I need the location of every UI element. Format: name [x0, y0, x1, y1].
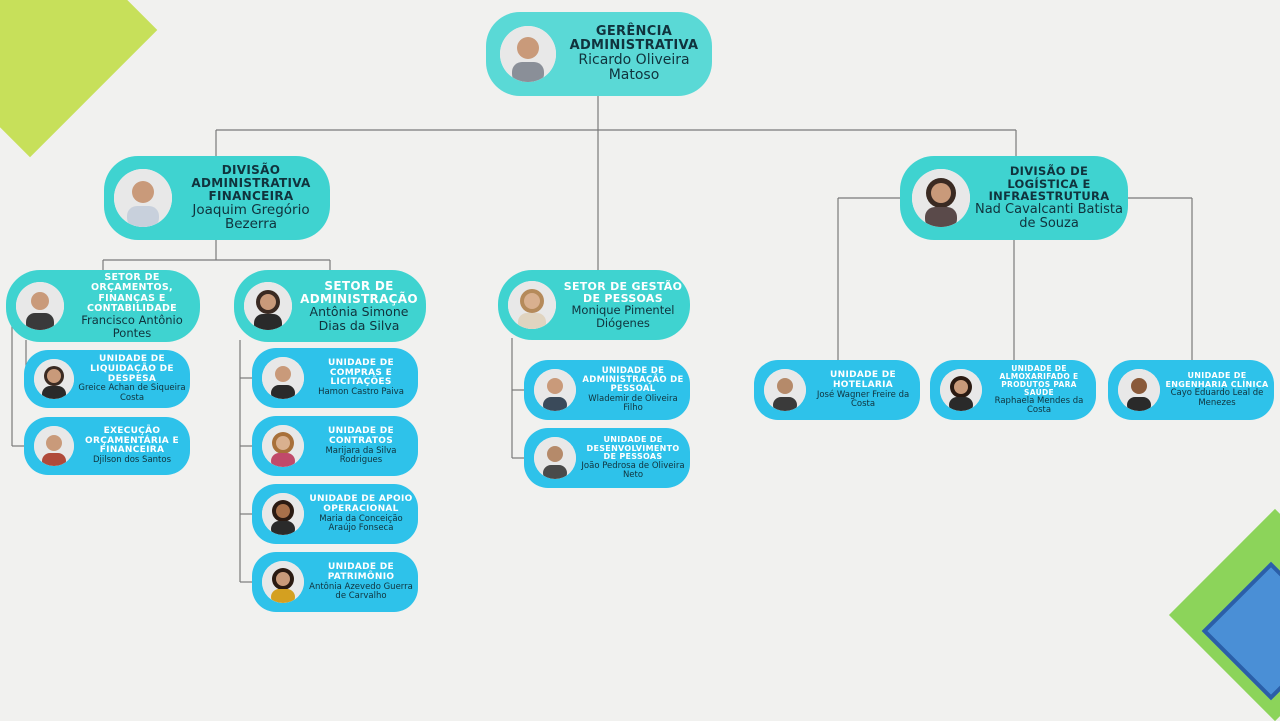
person-photo-icon: [534, 369, 576, 411]
person-photo-icon: [114, 169, 172, 227]
node-name: Maria da Conceição Araújo Fonseca: [319, 513, 403, 533]
node-title: SETOR DE GESTÃO DE PESSOAS: [563, 279, 683, 305]
node-name: Wlademir de Oliveira Filho: [588, 393, 678, 413]
node-name: Djilson dos Santos: [92, 454, 172, 465]
node-unidade-apoio-operacional: UNIDADE DE APOIO OPERACIONAL Maria da Co…: [252, 484, 418, 544]
node-name: Ricardo Oliveira Matoso: [578, 51, 690, 84]
node-title: UNIDADE DE CONTRATOS: [328, 426, 394, 446]
node-title: UNIDADE DE ADMINISTRAÇÃO DE PESSOAL: [582, 366, 684, 395]
person-photo-icon: [262, 425, 304, 467]
person-photo-icon: [912, 169, 970, 227]
node-title: DIVISÃO ADMINISTRATIVA FINANCEIRA: [191, 162, 311, 203]
node-gerencia-administrativa: GERÊNCIA ADMINISTRATIVA Ricardo Oliveira…: [486, 12, 712, 96]
node-title: UNIDADE DE LIQUIDAÇÃO DE DESPESA: [90, 354, 174, 384]
person-photo-icon: [764, 369, 806, 411]
person-photo-icon: [34, 359, 74, 399]
person-photo-icon: [1118, 369, 1160, 411]
node-unidade-contratos: UNIDADE DE CONTRATOS Marijara da Silva R…: [252, 416, 418, 476]
node-name: Nad Cavalcanti Batista de Souza: [974, 201, 1123, 231]
node-title: UNIDADE DE HOTELARIA: [830, 370, 896, 390]
node-title: DIVISÃO DE LOGÍSTICA E INFRAESTRUTURA: [988, 164, 1110, 204]
person-photo-icon: [534, 437, 576, 479]
node-setor-administracao: SETOR DE ADMINISTRAÇÃO Antônia Simone Di…: [234, 270, 426, 342]
node-unidade-compras: UNIDADE DE COMPRAS E LICITAÇÕES Hamon Ca…: [252, 348, 418, 408]
node-unidade-liquidacao: UNIDADE DE LIQUIDAÇÃO DE DESPESA Greice …: [24, 350, 190, 408]
node-unidade-patrimonio: UNIDADE DE PATRIMÔNIO Antônia Azevedo Gu…: [252, 552, 418, 612]
node-name: Greice Achan de Siqueira Costa: [78, 383, 186, 403]
node-name: João Pedrosa de Oliveira Neto: [581, 460, 685, 480]
node-name: Marijara da Silva Rodrigues: [325, 445, 397, 465]
node-unidade-hotelaria: UNIDADE DE HOTELARIA José Wagner Freire …: [754, 360, 920, 420]
person-photo-icon: [262, 561, 304, 603]
node-setor-gestao-pessoas: SETOR DE GESTÃO DE PESSOAS Monique Pimen…: [498, 270, 690, 340]
node-name: Antônia Azevedo Guerra de Carvalho: [309, 581, 413, 601]
node-name: José Wagner Freire da Costa: [816, 389, 910, 409]
node-unidade-administracao-pessoal: UNIDADE DE ADMINISTRAÇÃO DE PESSOAL Wlad…: [524, 360, 690, 420]
node-title: UNIDADE DE DESENVOLVIMENTO DE PESSOAS: [586, 434, 680, 462]
node-title: UNIDADE DE PATRIMÔNIO: [327, 562, 395, 582]
node-title: GERÊNCIA ADMINISTRATIVA: [569, 23, 699, 53]
node-unidade-almoxarifado: UNIDADE DE ALMOXARIFADO E PRODUTOS PARA …: [930, 360, 1096, 420]
node-title: SETOR DE ORÇAMENTOS, FINANÇAS E CONTABIL…: [87, 272, 177, 314]
node-name: Antônia Simone Dias da Silva: [309, 304, 409, 333]
node-execucao-orcamentaria: EXECUÇÃO ORÇAMENTÁRIA E FINANCEIRA Djils…: [24, 417, 190, 475]
node-name: Cayo Eduardo Leal de Menezes: [1170, 388, 1264, 408]
node-title: UNIDADE DE COMPRAS E LICITAÇÕES: [328, 357, 394, 388]
node-title: SETOR DE ADMINISTRAÇÃO: [300, 278, 418, 306]
node-title: UNIDADE DE APOIO OPERACIONAL: [309, 494, 413, 514]
node-setor-orcamentos: SETOR DE ORÇAMENTOS, FINANÇAS E CONTABIL…: [6, 270, 200, 342]
node-name: Francisco Antônio Pontes: [81, 313, 183, 340]
person-photo-icon: [940, 369, 982, 411]
node-unidade-desenvolvimento-pessoas: UNIDADE DE DESENVOLVIMENTO DE PESSOAS Jo…: [524, 428, 690, 488]
person-photo-icon: [34, 426, 74, 466]
node-divisao-administrativa-financeira: DIVISÃO ADMINISTRATIVA FINANCEIRA Joaqui…: [104, 156, 330, 240]
person-photo-icon: [262, 493, 304, 535]
node-title: EXECUÇÃO ORÇAMENTÁRIA E FINANCEIRA: [85, 425, 179, 456]
node-name: Joaquim Gregório Bezerra: [192, 201, 310, 233]
node-unidade-engenharia-clinica: UNIDADE DE ENGENHARIA CLÍNICA Cayo Eduar…: [1108, 360, 1274, 420]
person-photo-icon: [508, 281, 556, 329]
person-photo-icon: [16, 282, 64, 330]
node-name: Raphaela Mendes da Costa: [994, 396, 1084, 416]
person-photo-icon: [500, 26, 556, 82]
person-photo-icon: [262, 357, 304, 399]
node-name: Hamon Castro Paiva: [318, 386, 404, 397]
node-title: UNIDADE DE ENGENHARIA CLÍNICA: [1165, 371, 1269, 389]
node-divisao-logistica-infraestrutura: DIVISÃO DE LOGÍSTICA E INFRAESTRUTURA Na…: [900, 156, 1128, 240]
node-name: Monique Pimentel Diógenes: [571, 303, 675, 330]
node-title: UNIDADE DE ALMOXARIFADO E PRODUTOS PARA …: [999, 363, 1079, 397]
person-photo-icon: [244, 282, 292, 330]
